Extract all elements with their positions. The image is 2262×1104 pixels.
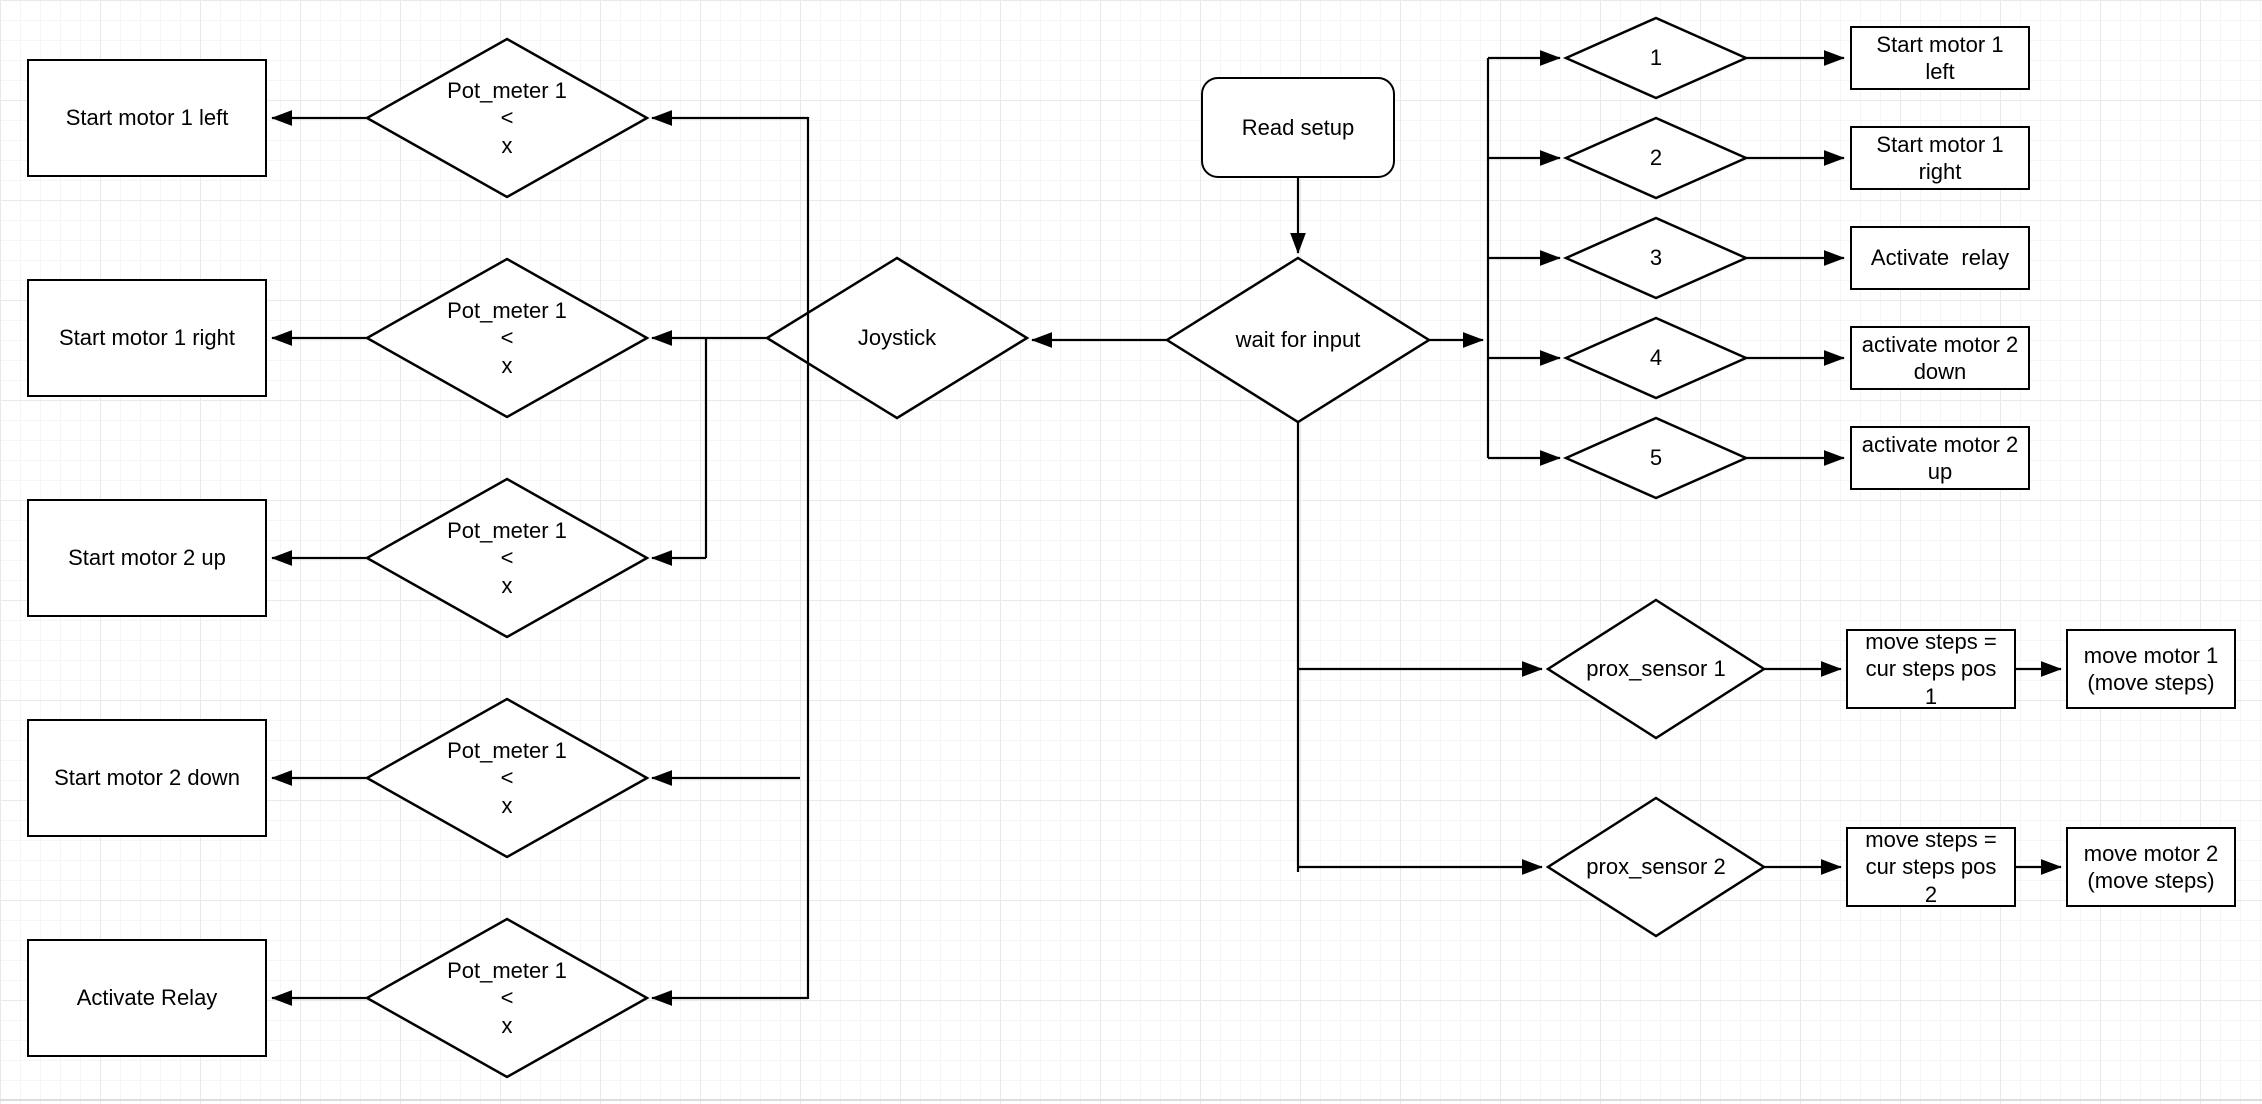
node-label: Pot_meter 1 < x [447, 517, 567, 598]
node-pot-meter-decision-4[interactable]: Pot_meter 1 < x [364, 697, 650, 859]
node-label: Activate Relay [76, 985, 218, 1011]
node-pot-meter-decision-1[interactable]: Pot_meter 1 < x [364, 37, 650, 199]
node-case-1[interactable]: 1 [1562, 16, 1750, 100]
node-label: 5 [1649, 445, 1663, 471]
node-label: Start motor 1 left [65, 105, 229, 131]
node-case-action-start-motor-1-left[interactable]: Start motor 1 left [1850, 26, 2030, 90]
node-case-3[interactable]: 3 [1562, 216, 1750, 300]
node-label: Pot_meter 1 < x [447, 297, 567, 378]
node-pot-meter-decision-3[interactable]: Pot_meter 1 < x [364, 477, 650, 639]
node-move-steps-1[interactable]: move steps = cur steps pos 1 [1846, 629, 2016, 709]
diamond-shape [1562, 216, 1750, 300]
node-label: 3 [1649, 245, 1663, 271]
node-label: prox_sensor 2 [1586, 854, 1726, 880]
node-label: 1 [1649, 45, 1663, 71]
node-prox-sensor-1[interactable]: prox_sensor 1 [1545, 598, 1767, 740]
node-label: Activate relay [1870, 245, 2010, 271]
diamond-shape [1562, 16, 1750, 100]
node-case-action-start-motor-1-right[interactable]: Start motor 1 right [1850, 126, 2030, 190]
page-boundary-line [0, 1099, 2262, 1101]
node-move-steps-2[interactable]: move steps = cur steps pos 2 [1846, 827, 2016, 907]
diamond-shape [364, 257, 650, 419]
node-label: Start motor 1 left [1876, 31, 2004, 85]
diamond-shape [364, 477, 650, 639]
node-label: Pot_meter 1 < x [447, 737, 567, 818]
node-label: Start motor 1 right [1876, 131, 2004, 185]
diamond-shape [1562, 416, 1750, 500]
diamond-shape [1562, 316, 1750, 400]
node-start-motor-2-down[interactable]: Start motor 2 down [27, 719, 267, 837]
node-case-action-activate-relay[interactable]: Activate relay [1850, 226, 2030, 290]
node-case-4[interactable]: 4 [1562, 316, 1750, 400]
diamond-shape [1545, 598, 1767, 740]
node-label: move motor 1 (move steps) [2083, 642, 2219, 696]
node-label: 2 [1649, 145, 1663, 171]
node-start-motor-1-right[interactable]: Start motor 1 right [27, 279, 267, 397]
node-label: move motor 2 (move steps) [2083, 840, 2219, 894]
node-label: wait for input [1235, 327, 1361, 353]
node-label: Start motor 1 right [58, 325, 236, 351]
node-label: Joystick [857, 325, 937, 351]
node-start-motor-2-up[interactable]: Start motor 2 up [27, 499, 267, 617]
node-case-2[interactable]: 2 [1562, 116, 1750, 200]
node-move-motor-2[interactable]: move motor 2 (move steps) [2066, 827, 2236, 907]
node-label: activate motor 2 up [1861, 431, 2019, 485]
node-label: Pot_meter 1 < x [447, 77, 567, 158]
node-case-action-activate-motor-2-up[interactable]: activate motor 2 up [1850, 426, 2030, 490]
node-start-motor-1-left[interactable]: Start motor 1 left [27, 59, 267, 177]
diamond-shape [364, 917, 650, 1079]
node-label: Read setup [1241, 114, 1355, 140]
node-label: Pot_meter 1 < x [447, 957, 567, 1038]
node-pot-meter-decision-2[interactable]: Pot_meter 1 < x [364, 257, 650, 419]
node-joystick-decision[interactable]: Joystick [764, 256, 1030, 420]
diamond-shape [364, 697, 650, 859]
node-prox-sensor-2[interactable]: prox_sensor 2 [1545, 796, 1767, 938]
node-label: Start motor 2 down [54, 765, 240, 791]
node-wait-for-input[interactable]: wait for input [1164, 256, 1432, 424]
node-case-action-activate-motor-2-down[interactable]: activate motor 2 down [1850, 326, 2030, 390]
node-case-5[interactable]: 5 [1562, 416, 1750, 500]
node-activate-relay[interactable]: Activate Relay [27, 939, 267, 1057]
node-read-setup[interactable]: Read setup [1201, 77, 1395, 178]
node-label: move steps = cur steps pos 1 [1865, 628, 1997, 709]
diamond-shape [364, 37, 650, 199]
node-label: Start motor 2 up [68, 545, 226, 571]
node-label: activate motor 2 down [1861, 331, 2019, 385]
diamond-shape [1545, 796, 1767, 938]
node-label: 4 [1649, 345, 1663, 371]
node-label: prox_sensor 1 [1586, 656, 1726, 682]
node-label: move steps = cur steps pos 2 [1865, 826, 1997, 907]
node-move-motor-1[interactable]: move motor 1 (move steps) [2066, 629, 2236, 709]
diamond-shape [764, 256, 1030, 420]
diamond-shape [1562, 116, 1750, 200]
node-pot-meter-decision-5[interactable]: Pot_meter 1 < x [364, 917, 650, 1079]
